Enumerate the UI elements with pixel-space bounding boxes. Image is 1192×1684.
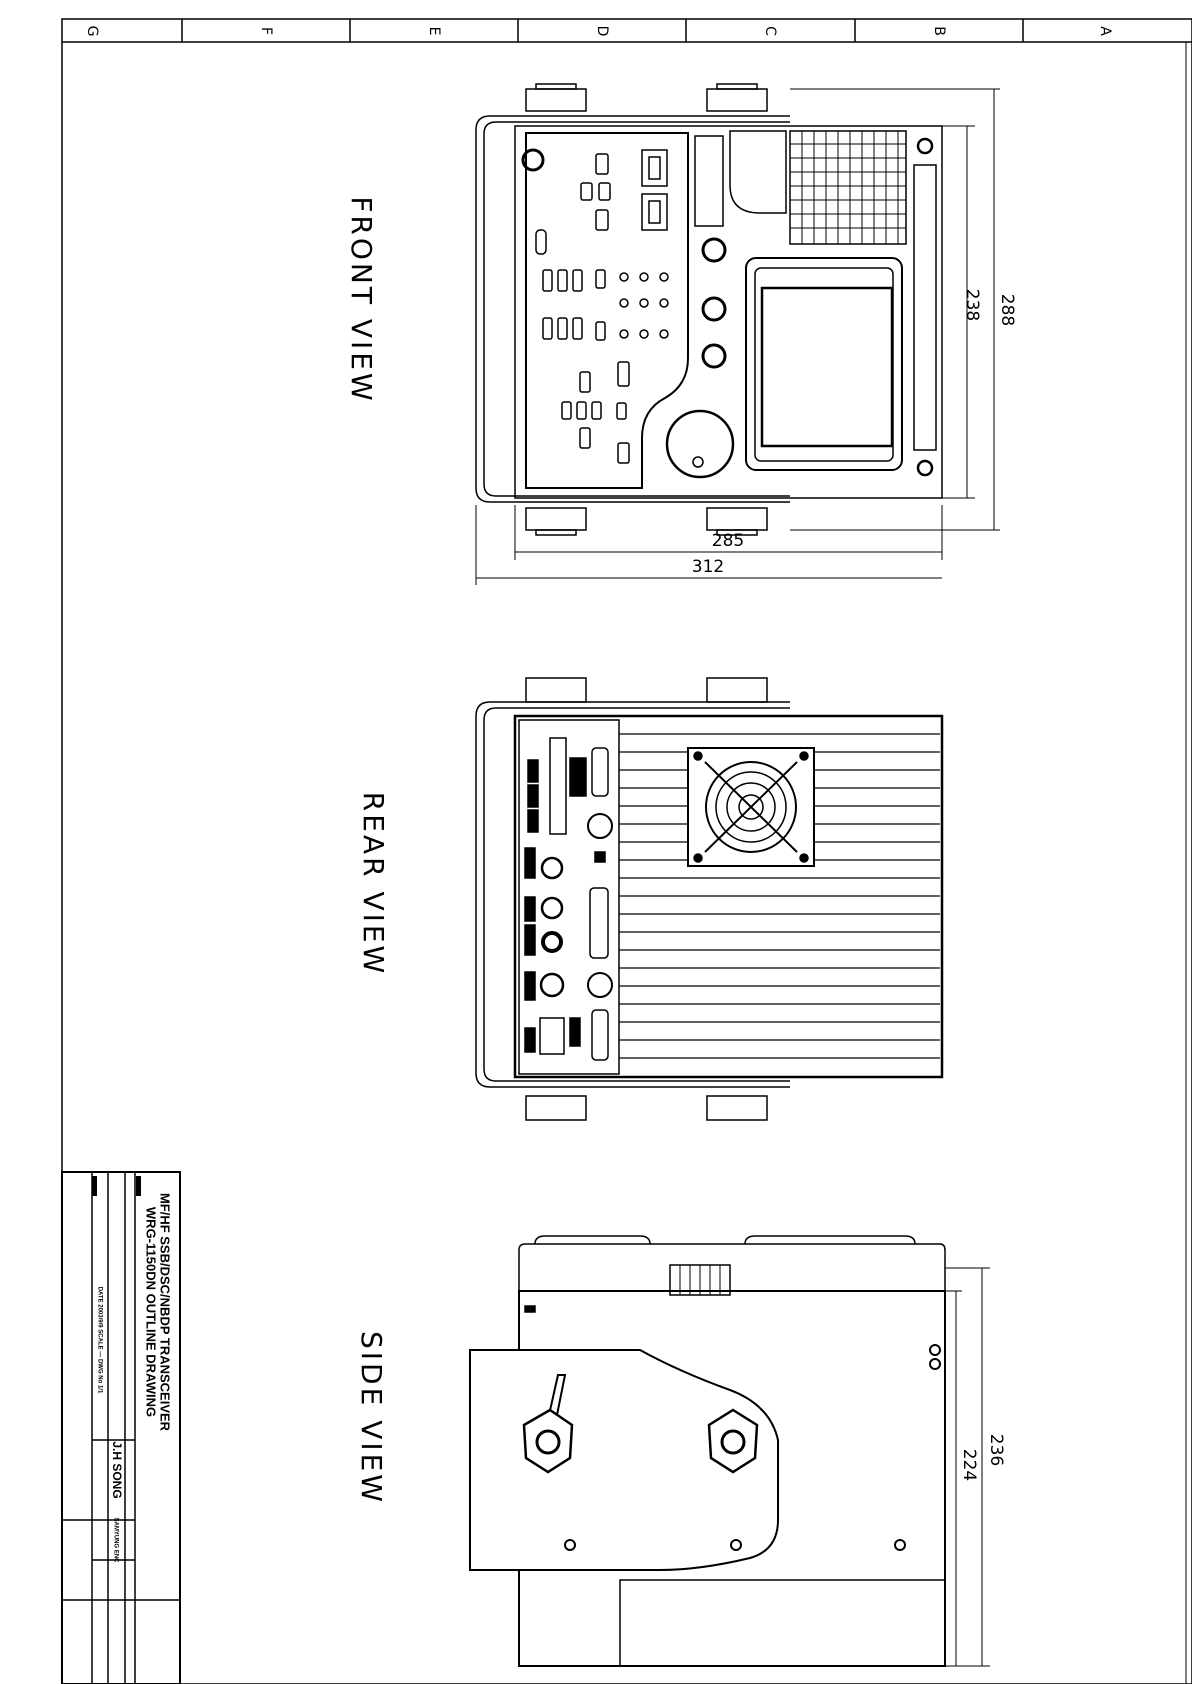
front-view-label: FRONT VIEW xyxy=(345,196,378,403)
zone-c: C xyxy=(762,26,778,36)
title-line-1: MF/HF SSB/DSC/NBDP TRANSCEIVER xyxy=(158,1193,173,1432)
rear-view xyxy=(475,677,944,1121)
company-name: SAMYUNG ENC xyxy=(112,1517,118,1563)
dim-front-height-outer: 288 xyxy=(997,294,1017,326)
title-small-note: DATE 2003/9/9 SCALE — DWG No 1/1 xyxy=(96,1287,102,1394)
side-view xyxy=(469,1235,990,1667)
zone-e: E xyxy=(426,27,442,36)
drawn-by: J.H SONG xyxy=(110,1441,124,1498)
front-view xyxy=(475,83,1000,585)
rear-view-label: REAR VIEW xyxy=(357,792,390,976)
title-block xyxy=(61,1171,181,1684)
sheet-border xyxy=(61,18,1192,1684)
dim-front-height-inner: 238 xyxy=(962,289,982,321)
zone-g: G xyxy=(84,26,100,37)
dim-front-width-outer: 312 xyxy=(692,557,724,577)
dim-front-width-inner: 285 xyxy=(712,531,744,551)
side-view-label: SIDE VIEW xyxy=(355,1331,388,1505)
title-line-2: WRG-1150DN OUTLINE DRAWING xyxy=(144,1207,159,1417)
dim-side-height-inner: 224 xyxy=(959,1449,979,1481)
zone-b: B xyxy=(931,26,947,36)
dim-side-height-outer: 236 xyxy=(986,1434,1006,1466)
zone-letters: G F E D C B A xyxy=(84,26,1113,37)
zone-d: D xyxy=(594,26,610,37)
zone-f: F xyxy=(258,27,274,35)
zone-a: A xyxy=(1097,26,1113,36)
